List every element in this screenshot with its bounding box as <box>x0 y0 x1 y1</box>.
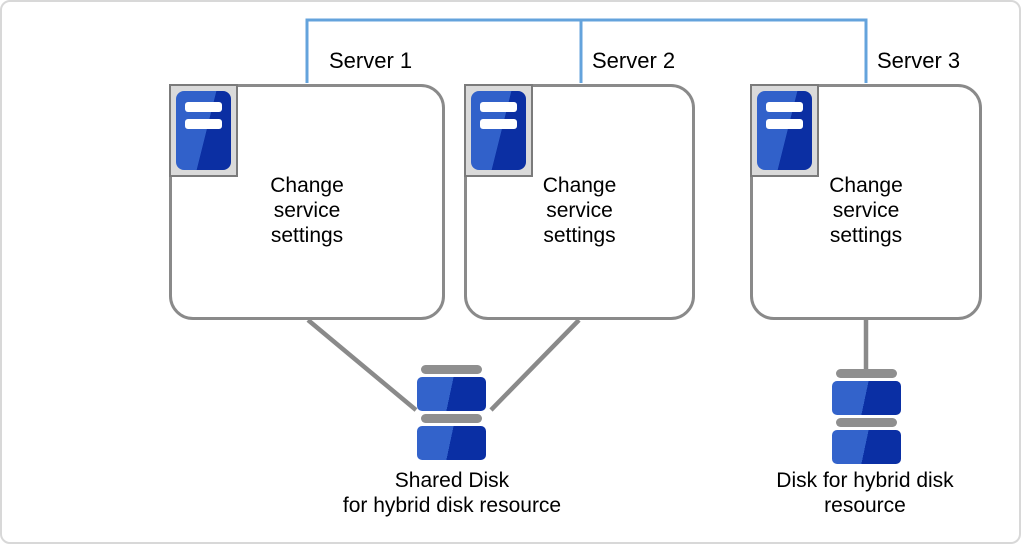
server-icon <box>169 84 238 177</box>
disk-bar <box>421 365 482 374</box>
server-icon-slot <box>185 102 222 112</box>
disk-platter <box>832 430 901 464</box>
server-icon-slot <box>766 119 803 129</box>
server3-box: Change service settings <box>750 84 982 320</box>
server-icon <box>464 84 533 177</box>
disk-bar <box>836 418 897 427</box>
server3-disk-label: Disk for hybrid disk resource <box>776 469 954 517</box>
server-icon-body <box>757 91 812 170</box>
disk-platter <box>417 426 486 460</box>
disk-bar <box>836 369 897 378</box>
network-line <box>305 18 868 83</box>
server-icon-slot <box>185 119 222 129</box>
server3-action-text: Change service settings <box>829 174 903 247</box>
server2-box: Change service settings <box>464 84 695 320</box>
server-icon-slot <box>480 119 517 129</box>
server-icon-body <box>176 91 231 170</box>
connector-server2-shared-disk <box>489 318 581 412</box>
server2-label: Server 2 <box>592 48 676 73</box>
disk-platter <box>832 381 901 415</box>
server1-action-text: Change service settings <box>270 174 344 247</box>
server3-disk-icon <box>832 369 901 464</box>
server3-label: Server 3 <box>877 48 961 73</box>
connector-server1-shared-disk <box>306 318 418 412</box>
server-icon <box>750 84 819 177</box>
server-icon-slot <box>766 102 803 112</box>
server1-box: Change service settings <box>169 84 445 320</box>
shared-disk-label: Shared Disk for hybrid disk resource <box>342 469 562 517</box>
server2-action-text: Change service settings <box>542 174 617 247</box>
disk-platter <box>417 377 486 411</box>
server-icon-slot <box>480 102 517 112</box>
shared-disk-icon <box>417 365 486 460</box>
server1-label: Server 1 <box>329 48 413 73</box>
server-icon-body <box>471 91 526 170</box>
disk-bar <box>421 414 482 423</box>
